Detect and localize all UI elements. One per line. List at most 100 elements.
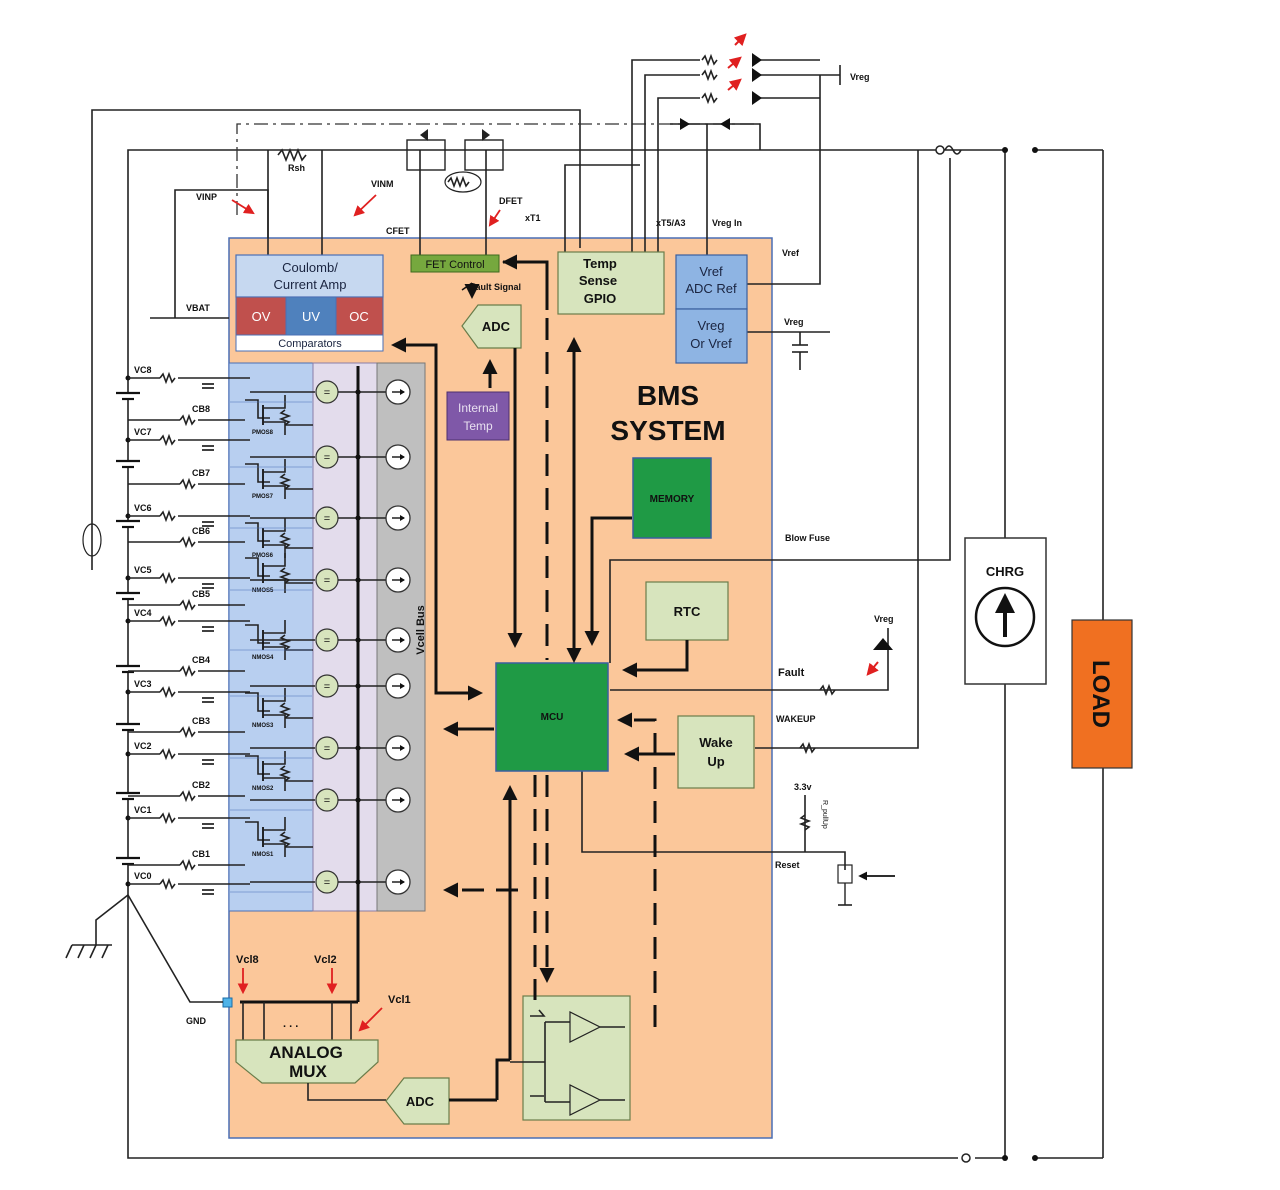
svg-text:OC: OC: [349, 309, 369, 324]
switch-gate: [245, 624, 270, 644]
ground-symbol: [65, 523, 223, 1003]
svg-text:ADC: ADC: [482, 319, 511, 334]
cb-resistor: [179, 725, 196, 739]
vcell-buffer-arrowhead: [400, 577, 405, 583]
switch-label: PMOS8: [252, 430, 274, 436]
bus-node: [355, 745, 361, 751]
switch-resistor: [278, 765, 292, 782]
cb-resistor: [179, 789, 196, 803]
charger-label: CHRG: [986, 564, 1024, 579]
svg-text:Vreg: Vreg: [874, 614, 894, 624]
fet-control-block: [410, 254, 500, 273]
diff-amp-symbol: =: [324, 681, 330, 693]
svg-text:Reset: Reset: [775, 860, 800, 870]
svg-text:GND: GND: [186, 1016, 207, 1026]
cell-battery-gap: [118, 858, 138, 864]
fet-control-label: FET Control: [425, 259, 484, 271]
switch-drain: [263, 553, 286, 567]
cb-label: CB5: [192, 589, 210, 599]
diff-amp-symbol: =: [324, 877, 330, 889]
cb-resistor: [179, 413, 196, 427]
charger-source-icon: [974, 586, 1036, 648]
cb-label: CB1: [192, 849, 210, 859]
vcell-buffer-arrowhead: [400, 745, 405, 751]
switch-label: NMOS4: [252, 655, 274, 661]
svg-text:Internal: Internal: [458, 401, 498, 415]
svg-text:. . .: . . .: [283, 1018, 298, 1030]
svg-text:WAKEUP: WAKEUP: [776, 714, 816, 724]
bus-node: [355, 577, 361, 583]
bus-node: [355, 515, 361, 521]
vcell-buffer-arrowhead: [400, 389, 405, 395]
switch-source: [263, 485, 286, 499]
diff-amp-symbol: =: [324, 452, 330, 464]
switch-gate: [245, 463, 270, 483]
switch-drain: [263, 688, 286, 702]
svg-text:Current Amp: Current Amp: [274, 277, 347, 292]
switch-label: NMOS3: [252, 723, 274, 729]
vcell-buffer-arrowhead: [400, 683, 405, 689]
svg-text:Blow Fuse: Blow Fuse: [785, 533, 830, 543]
switch-source: [263, 646, 286, 660]
bus-node: [355, 637, 361, 643]
cb-label: CB3: [192, 716, 210, 726]
vcell-bus-label: Vcell Bus: [415, 605, 427, 655]
bus-node: [355, 797, 361, 803]
svg-text:ADC Ref: ADC Ref: [685, 281, 737, 296]
cell-section: Vcell Bus: [228, 362, 427, 1004]
svg-text:DFET: DFET: [499, 196, 523, 206]
vc-label: VC5: [134, 565, 152, 575]
svg-text:Coulomb/: Coulomb/: [282, 260, 338, 275]
svg-text:Comparators: Comparators: [278, 338, 342, 350]
vc-label: VC0: [134, 871, 152, 881]
svg-text:xT5/A3: xT5/A3: [656, 218, 686, 228]
switch-drain: [263, 817, 286, 831]
svg-text:Up: Up: [707, 754, 724, 769]
temp-sense-block: [557, 251, 665, 315]
cb-label: CB2: [192, 780, 210, 790]
wake-up-block: [677, 715, 755, 789]
vc-label: VC7: [134, 427, 152, 437]
svg-text:MUX: MUX: [289, 1062, 327, 1081]
diff-amp-symbol: =: [324, 635, 330, 647]
vc-label: VC1: [134, 805, 152, 815]
switch-gate: [245, 692, 270, 712]
svg-text:Vcl1: Vcl1: [388, 994, 411, 1006]
switch-gate: [245, 755, 270, 775]
temp-sense-label-3: GPIO: [584, 291, 617, 306]
switch-source: [263, 421, 286, 435]
bms-title-line1: BMS: [637, 380, 699, 411]
svg-text:Vreg: Vreg: [850, 72, 870, 82]
switch-label: PMOS7: [252, 494, 274, 500]
switch-resistor: [278, 473, 292, 490]
vc-resistor: [159, 433, 176, 447]
vc-resistor: [159, 747, 176, 761]
svg-text:OV: OV: [252, 309, 271, 324]
svg-text:ANALOG: ANALOG: [269, 1043, 343, 1062]
cell-battery-gap: [118, 724, 138, 730]
vc-label: VC4: [134, 608, 152, 618]
cell-battery-gap: [118, 521, 138, 527]
switch-source: [263, 714, 286, 728]
svg-text:Vreg In: Vreg In: [712, 218, 742, 228]
cb-resistor: [179, 477, 196, 491]
temp-sense-label-1: Temp: [583, 256, 617, 271]
vcell-buffer-arrowhead: [400, 879, 405, 885]
svg-text:Vreg: Vreg: [698, 318, 725, 333]
bus-node: [355, 454, 361, 460]
svg-text:3.3v: 3.3v: [794, 782, 812, 792]
vc-label: VC8: [134, 365, 152, 375]
cell-battery-gap: [118, 461, 138, 467]
rtc-block: [645, 581, 729, 641]
svg-text:Rsh: Rsh: [288, 163, 305, 173]
vc-label: VC6: [134, 503, 152, 513]
svg-text:Vcl2: Vcl2: [314, 954, 337, 966]
bms-title-line2: SYSTEM: [610, 415, 725, 446]
svg-text:R_pullUp: R_pullUp: [821, 800, 828, 829]
switch-resistor: [278, 702, 292, 719]
cb-resistor: [179, 598, 196, 612]
vcell-buffer-arrowhead: [400, 454, 405, 460]
cb-label: CB6: [192, 526, 210, 536]
temp-sense-label-2: Sense: [579, 273, 617, 288]
